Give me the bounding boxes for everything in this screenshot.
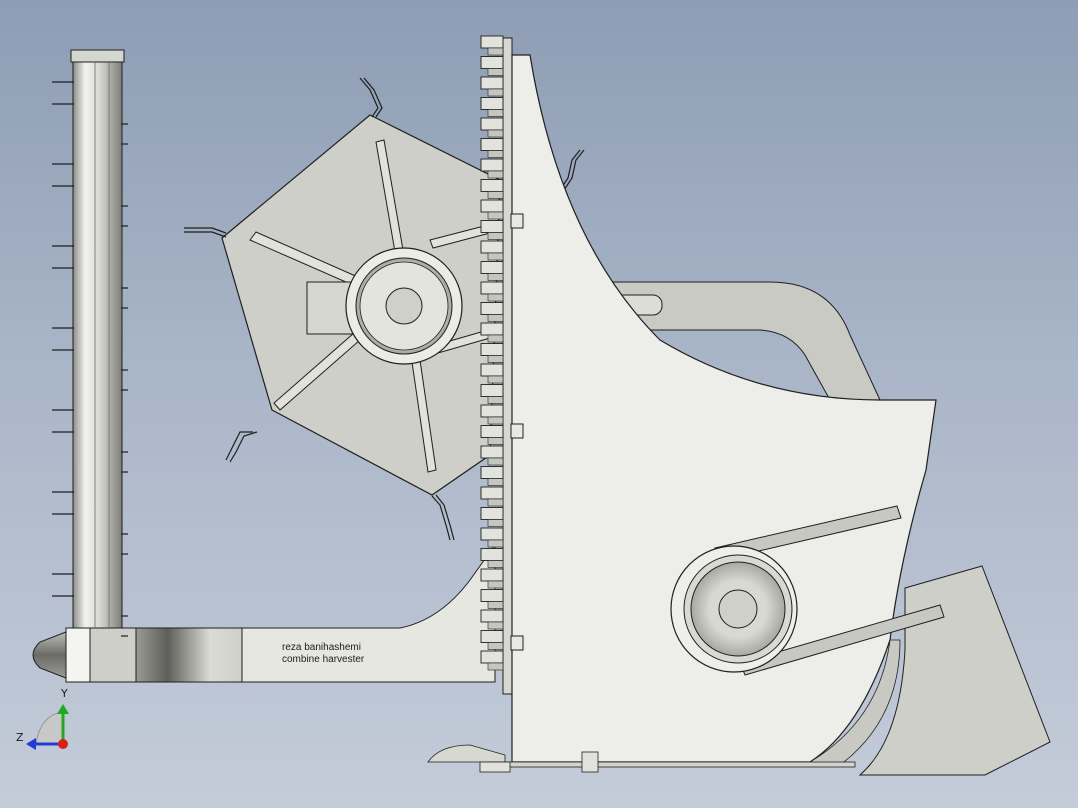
reel-spokes [249, 139, 491, 473]
model-caption-name: reza banihashemi [282, 642, 361, 653]
bottom-skid-rail [427, 744, 856, 773]
z-axis-label: Z [16, 731, 24, 744]
reel-axle [385, 287, 423, 325]
cutter-bar [480, 35, 513, 695]
reel-tines [184, 77, 585, 541]
view-orientation-triad[interactable] [26, 704, 69, 750]
y-axis-label: Y [61, 687, 68, 700]
model-caption-title: combine harvester [282, 654, 365, 665]
auger-tube[interactable] [52, 49, 128, 637]
header-side-panel[interactable] [510, 54, 937, 766]
drive-pulley[interactable] [670, 505, 945, 676]
auger-nose-cone [32, 631, 67, 679]
auger-fingers [52, 81, 128, 637]
header-base-beam [32, 543, 496, 683]
reel-assembly[interactable] [184, 77, 585, 541]
